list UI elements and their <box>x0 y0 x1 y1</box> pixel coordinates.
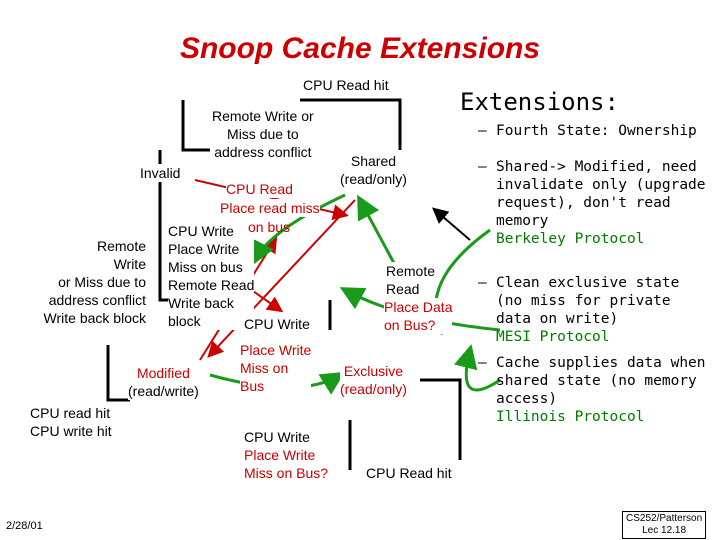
ext-item-mesi-note: MESI Protocol <box>496 329 610 345</box>
remote-write-left-line4: address conflict <box>48 292 146 308</box>
ext-item-berkeley: – Shared-> Modified, need invalidate onl… <box>478 158 711 248</box>
cpu-write-block-line5: Write back <box>168 295 234 311</box>
footer-date: 2/28/01 <box>6 520 43 532</box>
cpu-write-mid-label: CPU Write <box>244 315 310 333</box>
remote-write-miss-line1: Remote Write or <box>212 108 314 124</box>
ext-item-ownership-text: Fourth State: Ownership <box>496 123 697 139</box>
on-bus-label: on bus <box>248 219 291 235</box>
extensions-heading: Extensions: <box>460 88 619 116</box>
footer-course-box: CS252/Patterson Lec 12.18 <box>622 511 707 539</box>
footer-lecture: Lec 12.18 <box>642 525 687 536</box>
cpu-write-hit-line: CPU write hit <box>30 423 112 439</box>
ext-item-mesi-text: Clean exclusive state (no miss for priva… <box>496 275 680 327</box>
shared-top-loop <box>300 98 402 150</box>
place-data-line2: on Bus? <box>384 317 436 333</box>
remote-read-line2: Read <box>386 281 420 297</box>
cpu-write-block-line3: Miss on bus <box>168 259 243 275</box>
cpu-write-block-line1: CPU Write <box>168 223 234 239</box>
ext-item-mesi: – Clean exclusive state (no miss for pri… <box>478 274 711 346</box>
invalid-top-bracket <box>181 100 210 152</box>
state-modified-sub: (read/write) <box>128 383 199 399</box>
slide-title: Snoop Cache Extensions <box>179 32 541 65</box>
cpu-write-bottom-line3: Miss on Bus? <box>244 465 329 481</box>
state-modified: Modified (read/write) <box>128 364 199 400</box>
place-write-miss-line2: Miss on <box>240 360 289 376</box>
remote-write-left-line5: Write back block <box>43 310 146 326</box>
footer-course: CS252/Patterson <box>626 513 703 524</box>
ext-illinois-arrow <box>453 344 501 392</box>
remote-write-left-line2: Write <box>113 256 146 272</box>
place-write-miss-label: Place Write Miss on Bus <box>240 341 312 395</box>
state-shared-sub: (read/only) <box>340 171 407 187</box>
cpu-write-block-label: CPU Write Place Write Miss on bus Remote… <box>168 222 255 330</box>
cpu-read-write-hit-label: CPU read hit CPU write hit <box>30 404 112 440</box>
place-read-miss-label: Place read miss <box>220 199 320 217</box>
place-write-miss-line1: Place Write <box>240 342 312 358</box>
state-invalid-label: Invalid <box>140 165 181 181</box>
black-pointer-arrow <box>431 207 471 241</box>
ext-item-illinois: – Cache supplies data when shared state … <box>478 354 711 426</box>
remote-write-left-line1: Remote <box>96 238 146 254</box>
ext-item-illinois-text: Cache supplies data when shared state (n… <box>496 355 706 407</box>
ext-item-ownership: – Fourth State: Ownership <box>478 122 711 140</box>
state-exclusive-label: Exclusive <box>343 363 404 379</box>
ext-item-illinois-note: Illinois Protocol <box>496 409 645 425</box>
cpu-read-hit-bottom: CPU Read hit <box>366 464 452 482</box>
state-modified-label: Modified <box>136 365 190 381</box>
ext-item-berkeley-text: Shared-> Modified, need invalidate only … <box>496 159 706 229</box>
modified-loop <box>106 345 130 402</box>
remote-write-left-label: Remote Write or Miss due to address conf… <box>26 237 146 327</box>
state-shared: Shared (read/only) <box>340 152 407 188</box>
place-data-label: Place Data on Bus? <box>384 298 453 334</box>
cpu-read-hit-line: CPU read hit <box>30 405 111 421</box>
remote-write-miss-label: Remote Write or Miss due to address conf… <box>212 107 314 161</box>
remote-write-left-line3: or Miss due to <box>58 274 146 290</box>
cpu-write-block-line4: Remote Read <box>168 277 255 293</box>
cpu-write-block-line2: Place Write <box>168 241 240 257</box>
cpu-write-bottom-line2: Place Write <box>244 447 316 463</box>
state-exclusive: Exclusive (read/only) <box>340 362 407 398</box>
ext-item-berkeley-note: Berkeley Protocol <box>496 231 645 247</box>
remote-write-miss-line2: Miss due to <box>227 126 299 142</box>
place-data-line1: Place Data <box>384 299 453 315</box>
cpu-write-bottom-label: CPU Write Place Write Miss on Bus? <box>244 428 329 482</box>
state-invalid: Invalid <box>140 164 181 182</box>
remote-read-label: Remote Read <box>386 262 436 298</box>
remote-write-miss-line3: address conflict <box>214 144 312 160</box>
cpu-write-bottom-line1: CPU Write <box>244 429 310 445</box>
cpu-write-block-line6: block <box>168 313 201 329</box>
remote-read-line1: Remote <box>386 263 436 279</box>
exclusive-bottom-loop <box>420 378 462 460</box>
cpu-read-label: CPU Read <box>226 180 293 198</box>
cpu-read-hit-top: CPU Read hit <box>303 76 389 94</box>
state-shared-label: Shared <box>350 153 397 169</box>
place-write-miss-line3: Bus <box>240 378 265 394</box>
state-exclusive-sub: (read/only) <box>340 381 407 397</box>
shared-to-modified-green-arrow <box>252 193 346 266</box>
